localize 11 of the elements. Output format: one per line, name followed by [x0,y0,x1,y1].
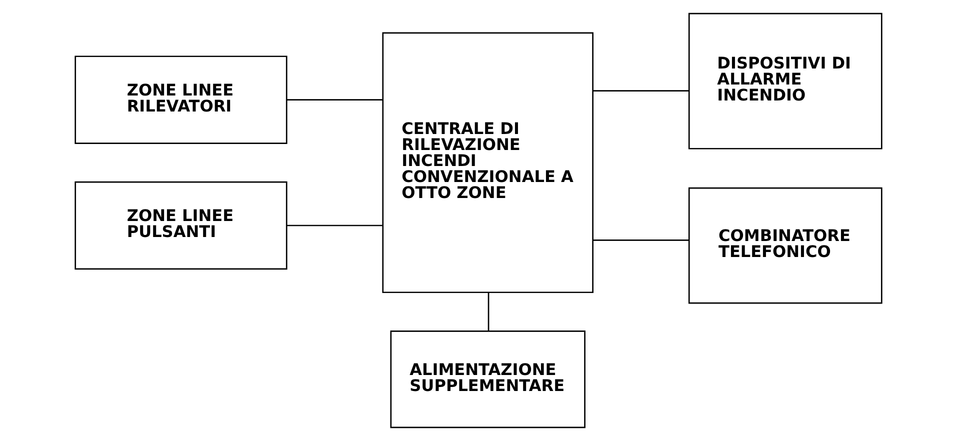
connector [593,90,689,92]
connector [287,99,383,100]
connector [287,224,383,226]
node-box: COMBINATORE TELEFONICO [688,187,882,304]
node-box: ALIMENTAZIONE SUPPLEMENTARE [390,330,586,428]
connector [593,240,689,241]
node-box: CENTRALE DI RILEVAZIONE INCENDI CONVENZIONALE A OTTO ZONE [382,32,594,294]
connector [488,292,490,331]
node-box: DISPOSITIVI DI ALLARME INCENDIO [688,12,882,150]
node-box: ZONE LINEE RILEVATORI [74,56,288,144]
node-box: ZONE LINEE PULSANTI [74,181,288,270]
